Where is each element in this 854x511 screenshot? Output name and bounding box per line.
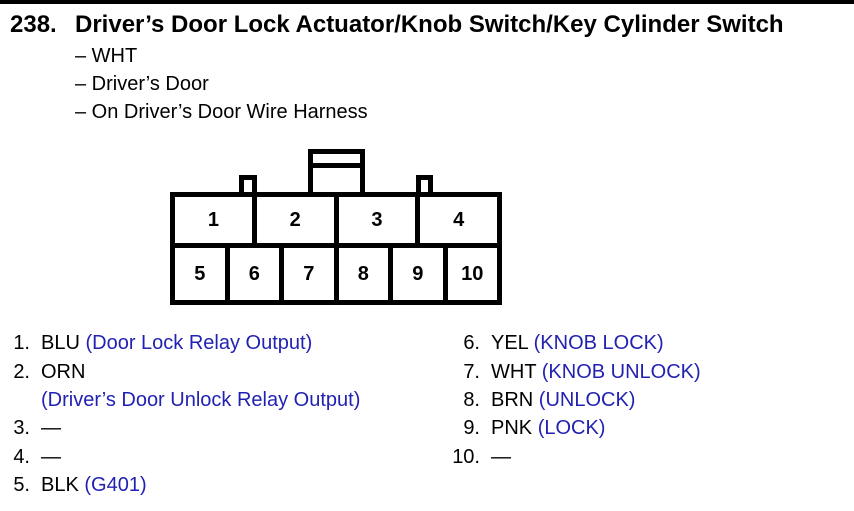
pin-function: (Door Lock Relay Output) bbox=[85, 332, 313, 354]
connector-latch-tab bbox=[308, 149, 365, 192]
connector-key-tab-left bbox=[239, 175, 257, 192]
pin-text: BLK (G401) bbox=[41, 473, 147, 497]
connector-pin-cell-2: 2 bbox=[257, 197, 339, 243]
connector-pin-cell-7: 7 bbox=[284, 248, 339, 300]
connector-pin-cell-8: 8 bbox=[339, 248, 393, 300]
pin-number: 4. bbox=[13, 446, 30, 468]
pin-number: 7. bbox=[463, 361, 480, 383]
page-title: Driver’s Door Lock Actuator/Knob Switch/… bbox=[75, 11, 784, 38]
pin-number: 6. bbox=[463, 332, 480, 354]
pin-number-spacer bbox=[0, 388, 30, 412]
connector-pin-cell-6: 6 bbox=[230, 248, 284, 300]
connector-pin-cell-10: 10 bbox=[461, 262, 484, 285]
pin-list-item-6: 6. YEL (KNOB LOCK) bbox=[430, 331, 664, 355]
pin-function: (Driver’s Door Unlock Relay Output) bbox=[41, 389, 361, 411]
pin-number: 1. bbox=[13, 332, 30, 354]
connector-pin-cell-3: 3 bbox=[339, 197, 421, 243]
pin-list-item-7: 7. WHT (KNOB UNLOCK) bbox=[430, 360, 701, 384]
pin-function: (UNLOCK) bbox=[538, 389, 636, 411]
connector-color-line: – WHT bbox=[75, 45, 138, 67]
connector-pin-cell-1: 1 bbox=[175, 197, 257, 243]
wire-color: BLU bbox=[41, 332, 80, 354]
pin-text: ORN bbox=[41, 360, 85, 384]
wire-color: — bbox=[41, 446, 61, 468]
pin-function: (KNOB UNLOCK) bbox=[541, 361, 701, 383]
wire-color: YEL bbox=[491, 332, 529, 354]
connector-location-line: – Driver’s Door bbox=[75, 73, 209, 95]
pin-text: — bbox=[41, 416, 61, 440]
pin-list-item-5: 5. BLK (G401) bbox=[0, 473, 147, 497]
pin-number: 3. bbox=[13, 417, 30, 439]
pin-number: 9. bbox=[463, 417, 480, 439]
section-number: 238. bbox=[10, 11, 57, 38]
pin-list-item-8: 8. BRN (UNLOCK) bbox=[430, 388, 635, 412]
pin-list-item-2-function: (Driver’s Door Unlock Relay Output) bbox=[0, 388, 360, 412]
pin-number: 8. bbox=[463, 389, 480, 411]
pin-list-item-1: 1. BLU (Door Lock Relay Output) bbox=[0, 331, 312, 355]
pin-function: (KNOB LOCK) bbox=[533, 332, 664, 354]
wire-color: — bbox=[41, 417, 61, 439]
connector-pin-cell-4: 4 bbox=[453, 208, 465, 231]
connector-pin-cell-9: 9 bbox=[393, 248, 448, 300]
pin-list-item-9: 9. PNK (LOCK) bbox=[430, 416, 605, 440]
connector-key-tab-right bbox=[416, 175, 433, 192]
wire-color: BLK bbox=[41, 474, 79, 496]
pin-function: (LOCK) bbox=[537, 417, 606, 439]
pin-list-item-10: 10. — bbox=[430, 445, 511, 469]
wire-color: WHT bbox=[491, 361, 537, 383]
pin-text: PNK (LOCK) bbox=[491, 416, 605, 440]
connector-pin-cell-5: 5 bbox=[175, 248, 230, 300]
pin-list-item-2: 2. ORN bbox=[0, 360, 85, 384]
wire-color: PNK bbox=[491, 417, 533, 439]
pin-text: — bbox=[41, 445, 61, 469]
pin-text: BLU (Door Lock Relay Output) bbox=[41, 331, 312, 355]
connector-bottom-row: 5 6 7 8 9 10 bbox=[175, 248, 497, 300]
connector-latch-strip bbox=[313, 154, 360, 168]
wire-color: — bbox=[491, 446, 511, 468]
pin-text: BRN (UNLOCK) bbox=[491, 388, 635, 412]
pin-text: WHT (KNOB UNLOCK) bbox=[491, 360, 701, 384]
connector-harness-line: – On Driver’s Door Wire Harness bbox=[75, 101, 368, 123]
top-divider-rule bbox=[0, 0, 854, 4]
wire-color: ORN bbox=[41, 361, 86, 383]
pin-text: — bbox=[491, 445, 511, 469]
pin-text: YEL (KNOB LOCK) bbox=[491, 331, 664, 355]
pin-list-item-3: 3. — bbox=[0, 416, 61, 440]
pin-number: 5. bbox=[13, 474, 30, 496]
connector-top-row: 1 2 3 4 bbox=[175, 197, 497, 248]
pin-number: 10. bbox=[452, 446, 480, 468]
wire-color: BRN bbox=[491, 389, 534, 411]
pin-list-item-4: 4. — bbox=[0, 445, 61, 469]
pin-function: (G401) bbox=[84, 474, 147, 496]
pin-number: 2. bbox=[13, 361, 30, 383]
connector-diagram: 1 2 3 4 5 6 7 8 9 10 bbox=[170, 192, 502, 305]
pin-text: (Driver’s Door Unlock Relay Output) bbox=[41, 388, 360, 412]
